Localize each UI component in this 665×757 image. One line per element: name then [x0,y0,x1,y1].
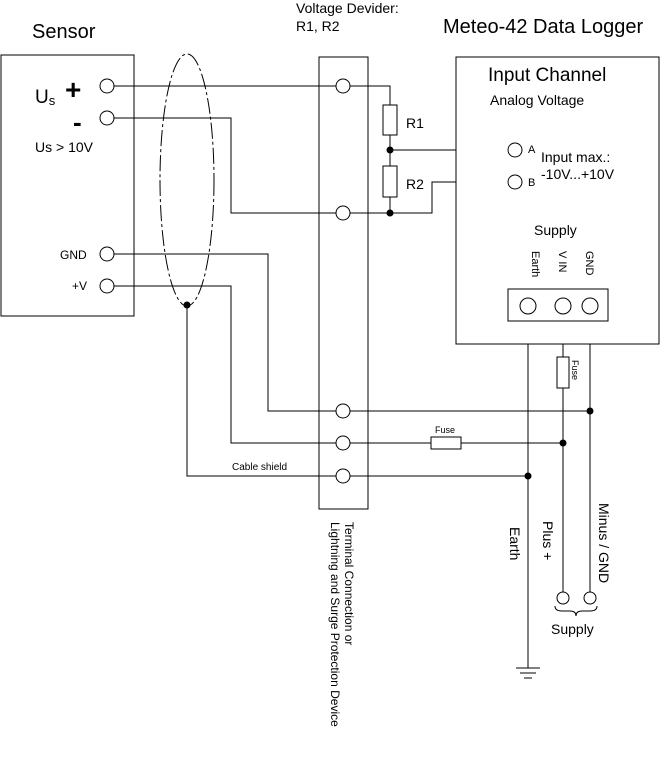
us-label: Us [35,87,56,108]
sensor-terminal-us-minus [99,110,115,126]
pin-a-label: A [528,144,536,156]
sensor-terminal-plus-v [99,278,115,294]
strip-terminal-5 [335,468,351,484]
terminal-strip [318,56,369,510]
terminal-description-line1: Terminal Connection or [342,522,356,645]
wire-cable-shield [186,305,343,477]
supply-brace [554,605,598,617]
strip-terminal-4 [335,435,351,451]
junction-r2-b [386,209,394,217]
wire-us-minus [114,117,343,214]
sensor-terminal-us-plus [99,78,115,94]
v-label: +V [72,279,87,293]
minus-label: Minus / GND [596,503,612,583]
r1-label: R1 [406,115,424,131]
us-condition: Us > 10V [35,139,94,155]
junction-gnd [586,407,594,415]
channel-title: Input Channel [488,65,606,86]
channel-subtitle: Analog Voltage [490,92,584,108]
wire-term1-r1 [343,85,391,105]
wire-plus-v [114,285,343,444]
cable-shield-label: Cable shield [232,462,287,473]
divider-title-line1: Voltage Devider: [296,0,399,16]
junction-vin [559,439,567,447]
input-terminal-a [507,142,523,158]
plus-label: Plus + [540,521,556,560]
supply-label: Supply [551,621,594,637]
input-max-line2: -10V...+10V [541,166,615,182]
minus-sign: - [73,107,82,137]
ext-supply-plus-terminal [556,591,570,605]
strip-terminal-2 [335,205,351,221]
gnd-label: GND [60,248,87,262]
ground-icon [516,667,540,679]
resistor-r1 [382,104,398,136]
input-terminal-b [507,174,523,190]
junction-r1-r2 [386,146,394,154]
sensor-terminal-gnd [99,246,115,262]
cable-shield-ellipse [159,53,215,307]
supply-terminal-vin [554,297,572,315]
pin-gnd-label: GND [583,251,595,276]
fuse-horizontal [430,436,462,450]
earth-label: Earth [507,527,523,560]
supply-terminal-earth [519,297,537,315]
logger-title: Meteo-42 Data Logger [443,16,643,38]
supply-terminal-gnd [581,297,599,315]
wire-gnd [114,253,343,412]
fuse-vertical [556,356,570,389]
strip-terminal-1 [335,78,351,94]
junction-earth [524,472,532,480]
sensor-box [0,54,135,317]
fuse-horizontal-label: Fuse [435,425,455,435]
plus-sign: + [65,74,81,105]
resistor-r2 [382,165,398,198]
fuse-vertical-label: Fuse [570,360,580,380]
input-max-line1: Input max.: [541,149,610,165]
pin-b-label: B [528,177,535,189]
junction-shield [183,301,191,309]
sensor-title: Sensor [32,21,96,43]
r2-label: R2 [406,176,424,192]
divider-title-line2: R1, R2 [296,18,340,34]
pin-vin-label: V IN [556,251,568,272]
pin-earth-label: Earth [529,251,541,277]
terminal-description-line2: Lightning and Surge Protection Device [328,522,342,727]
supply-title: Supply [534,222,577,238]
ext-supply-minus-terminal [583,591,597,605]
strip-terminal-3 [335,403,351,419]
